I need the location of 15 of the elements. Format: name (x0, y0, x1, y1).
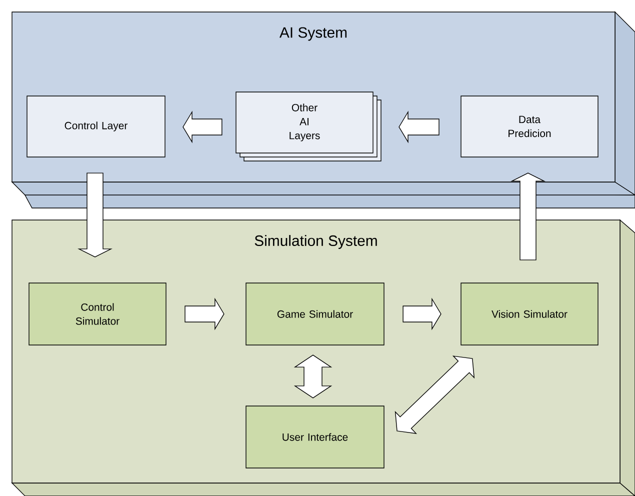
process-box: Control Layer (26, 96, 166, 158)
process-box: User Interface (246, 406, 384, 468)
stacked-box: Other AI Layers (236, 92, 382, 162)
process-box: Data Predicion (460, 96, 598, 158)
block-arrow (78, 172, 112, 258)
process-box: Game Simulator (246, 282, 384, 346)
block-arrow (394, 356, 475, 434)
block-arrow (402, 298, 442, 330)
block-arrow (510, 172, 546, 260)
process-box: Vision Simulator (460, 282, 598, 346)
block-arrow (184, 298, 224, 330)
block-arrow (182, 110, 222, 144)
block-arrow (398, 110, 440, 144)
block-arrow (294, 354, 332, 398)
process-box: Control Simulator (28, 282, 166, 346)
